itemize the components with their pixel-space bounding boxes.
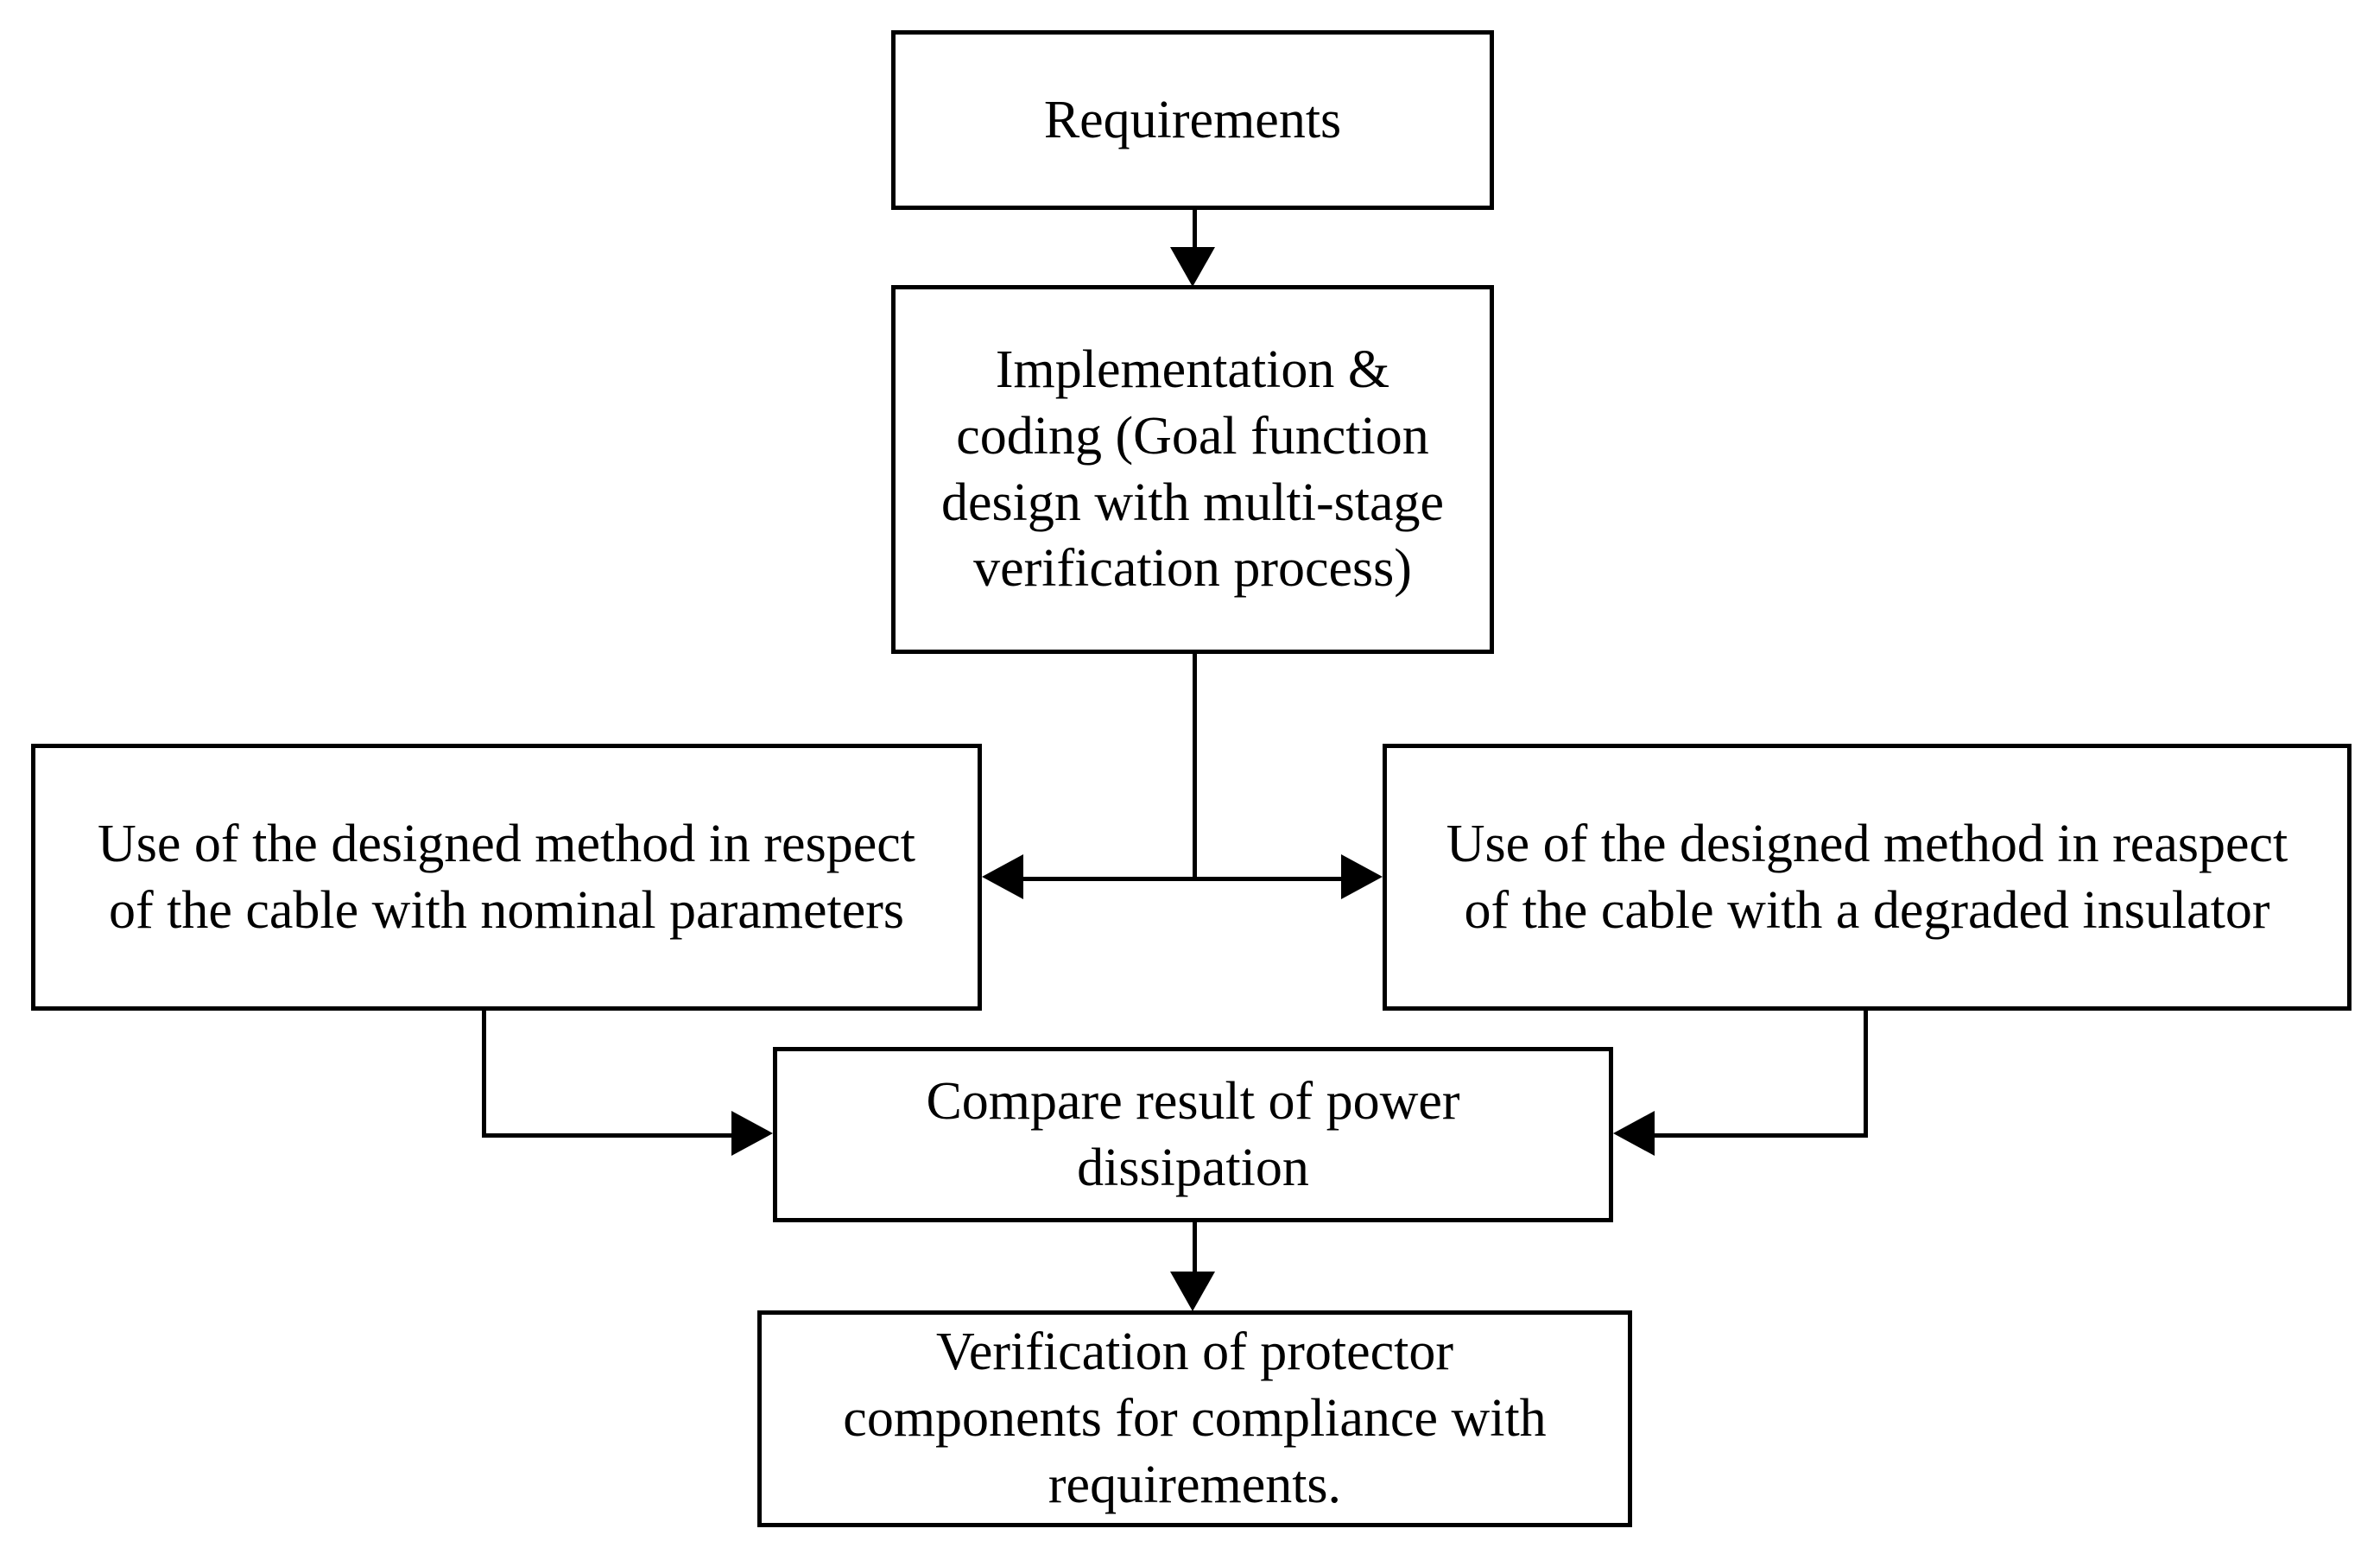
arrow-right-icon-to-degraded (1341, 854, 1383, 899)
edge-requirements-to-implementation (1193, 210, 1197, 250)
node-degraded-insulator-label: Use of the designed method in reaspect o… (1446, 814, 2288, 940)
arrow-down-icon-requirements-to-implementation (1170, 247, 1215, 287)
arrow-right-icon-nominal-to-compare (731, 1111, 773, 1156)
node-verification-protector[interactable]: Verification of protector components for… (757, 1310, 1632, 1527)
arrow-left-icon-to-nominal (982, 854, 1023, 899)
edge-split-to-degraded (1193, 877, 1341, 881)
node-implementation-label: Implementation & coding (Goal function d… (940, 339, 1445, 599)
edge-degraded-to-compare (1655, 1133, 1868, 1138)
edge-nominal-to-compare (482, 1133, 732, 1138)
node-requirements-label: Requirements (1043, 90, 1342, 149)
arrow-down-icon-compare-to-verification (1170, 1272, 1215, 1311)
node-implementation[interactable]: Implementation & coding (Goal function d… (891, 285, 1494, 654)
node-nominal-parameters-label: Use of the designed method in respect of… (98, 814, 915, 940)
node-degraded-insulator[interactable]: Use of the designed method in reaspect o… (1383, 744, 2352, 1011)
edge-nominal-drop (482, 1011, 486, 1138)
node-compare-power-dissipation-label: Compare result of power dissipation (926, 1071, 1460, 1197)
node-verification-protector-label: Verification of protector components for… (843, 1322, 1547, 1514)
arrow-left-icon-degraded-to-compare (1613, 1111, 1655, 1156)
node-requirements[interactable]: Requirements (891, 30, 1494, 210)
edge-implementation-down (1193, 654, 1197, 879)
edge-degraded-drop (1864, 1011, 1868, 1138)
node-nominal-parameters[interactable]: Use of the designed method in respect of… (31, 744, 982, 1011)
edge-split-to-nominal (1023, 877, 1195, 881)
edge-compare-to-verification (1193, 1222, 1197, 1274)
node-compare-power-dissipation[interactable]: Compare result of power dissipation (773, 1047, 1613, 1222)
